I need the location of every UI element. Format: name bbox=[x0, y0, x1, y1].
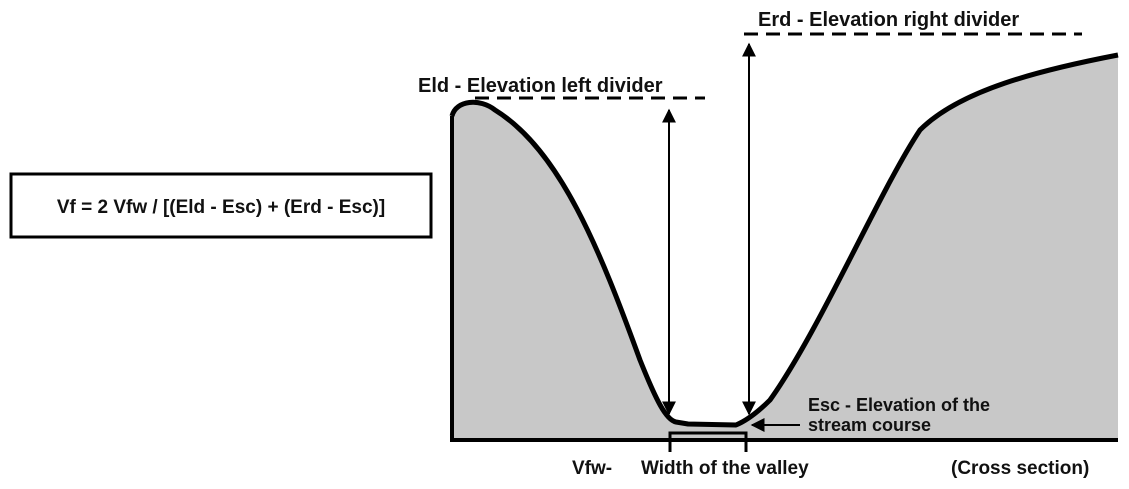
valley-width-bracket bbox=[668, 431, 748, 452]
valley-width-label: Width of the valley bbox=[641, 458, 809, 479]
formula-text: Vf = 2 Vfw / [(Eld - Esc) + (Erd - Esc)] bbox=[57, 197, 385, 218]
section-frame-line bbox=[450, 116, 1118, 442]
stream-course-label-line2: stream course bbox=[808, 415, 931, 435]
cross-section-label: (Cross section) bbox=[951, 458, 1089, 479]
stream-course-label-line1: Esc - Elevation of the bbox=[808, 395, 990, 415]
right-divider-label: Erd - Elevation right divider bbox=[758, 9, 1019, 31]
valley-width-abbr: Vfw- bbox=[572, 458, 612, 479]
valley-surface-line bbox=[449, 52, 1119, 428]
left-divider-label: Eld - Elevation left divider bbox=[418, 75, 663, 97]
formula-box bbox=[9, 172, 433, 239]
valley-terrain bbox=[452, 55, 1118, 440]
